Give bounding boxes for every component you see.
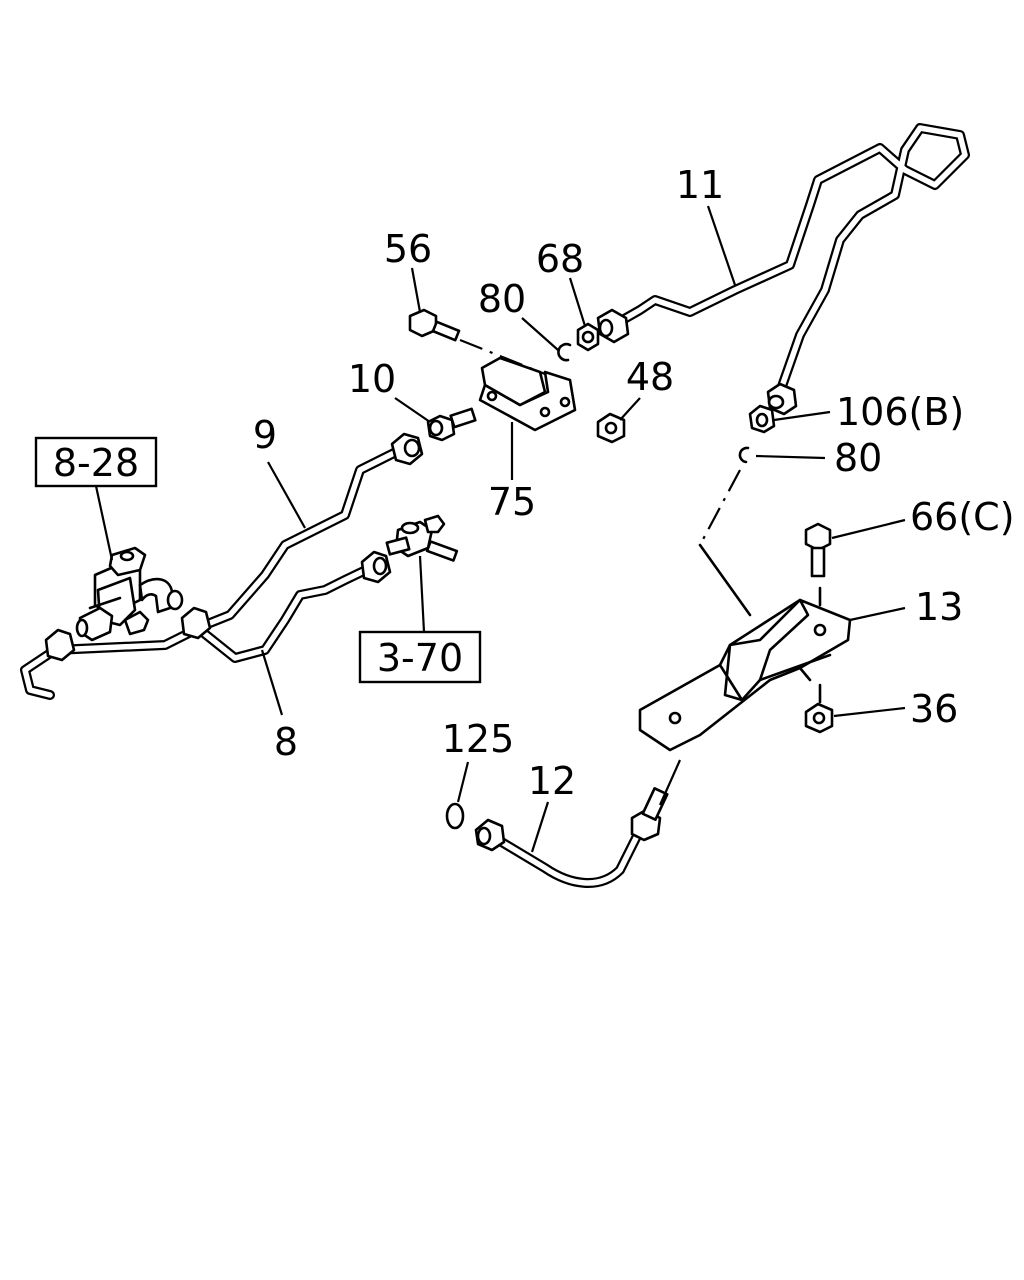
part-48-flange-nut — [596, 412, 626, 444]
callout-13: 13 — [915, 585, 963, 629]
part-36-flange-nut — [804, 683, 834, 734]
callout-106-b: 106(B) — [836, 390, 964, 434]
callout-48: 48 — [626, 355, 674, 399]
part-9-brake-tube — [20, 432, 424, 700]
callout-10: 10 — [348, 357, 396, 401]
callout-36: 36 — [910, 687, 958, 731]
part-75-bracket — [478, 356, 577, 432]
part-56-bolt — [408, 308, 561, 382]
part-12-brake-hose — [474, 787, 669, 888]
callout-80-upper: 80 — [478, 277, 526, 321]
reference-label-8-28: 8-28 — [53, 441, 139, 485]
leader-lines — [94, 205, 906, 853]
callout-8: 8 — [274, 720, 298, 764]
part-125-washer — [445, 802, 465, 830]
callout-68: 68 — [536, 237, 584, 281]
part-8-brake-tube — [180, 550, 392, 663]
part-68-nut — [576, 322, 600, 352]
reference-box-8-28[interactable]: 8-28 — [34, 436, 158, 488]
callout-75: 75 — [488, 480, 536, 524]
callout-9: 9 — [253, 413, 277, 457]
callout-80-lower: 80 — [834, 436, 882, 480]
callout-56: 56 — [384, 227, 432, 271]
reference-box-3-70[interactable]: 3-70 — [358, 630, 482, 684]
callout-125: 125 — [442, 717, 515, 761]
part-66-c-bolt — [804, 522, 832, 607]
part-80-clip-upper — [557, 342, 572, 362]
callout-labels: 11 56 68 80 10 48 106(B) 80 9 75 66(C) 1… — [253, 163, 1015, 803]
callout-66-c: 66(C) — [910, 495, 1015, 539]
part-13-bracket — [638, 543, 852, 752]
callout-12: 12 — [528, 759, 576, 803]
reference-label-3-70: 3-70 — [377, 636, 463, 680]
part-3-70-tee-fitting — [385, 514, 459, 562]
part-106-b-nut — [748, 404, 776, 434]
part-8-28-valve-block — [75, 546, 184, 642]
callout-11: 11 — [676, 163, 724, 207]
part-80-clip-lower — [699, 446, 750, 546]
part-10-union-bolt — [426, 407, 477, 442]
